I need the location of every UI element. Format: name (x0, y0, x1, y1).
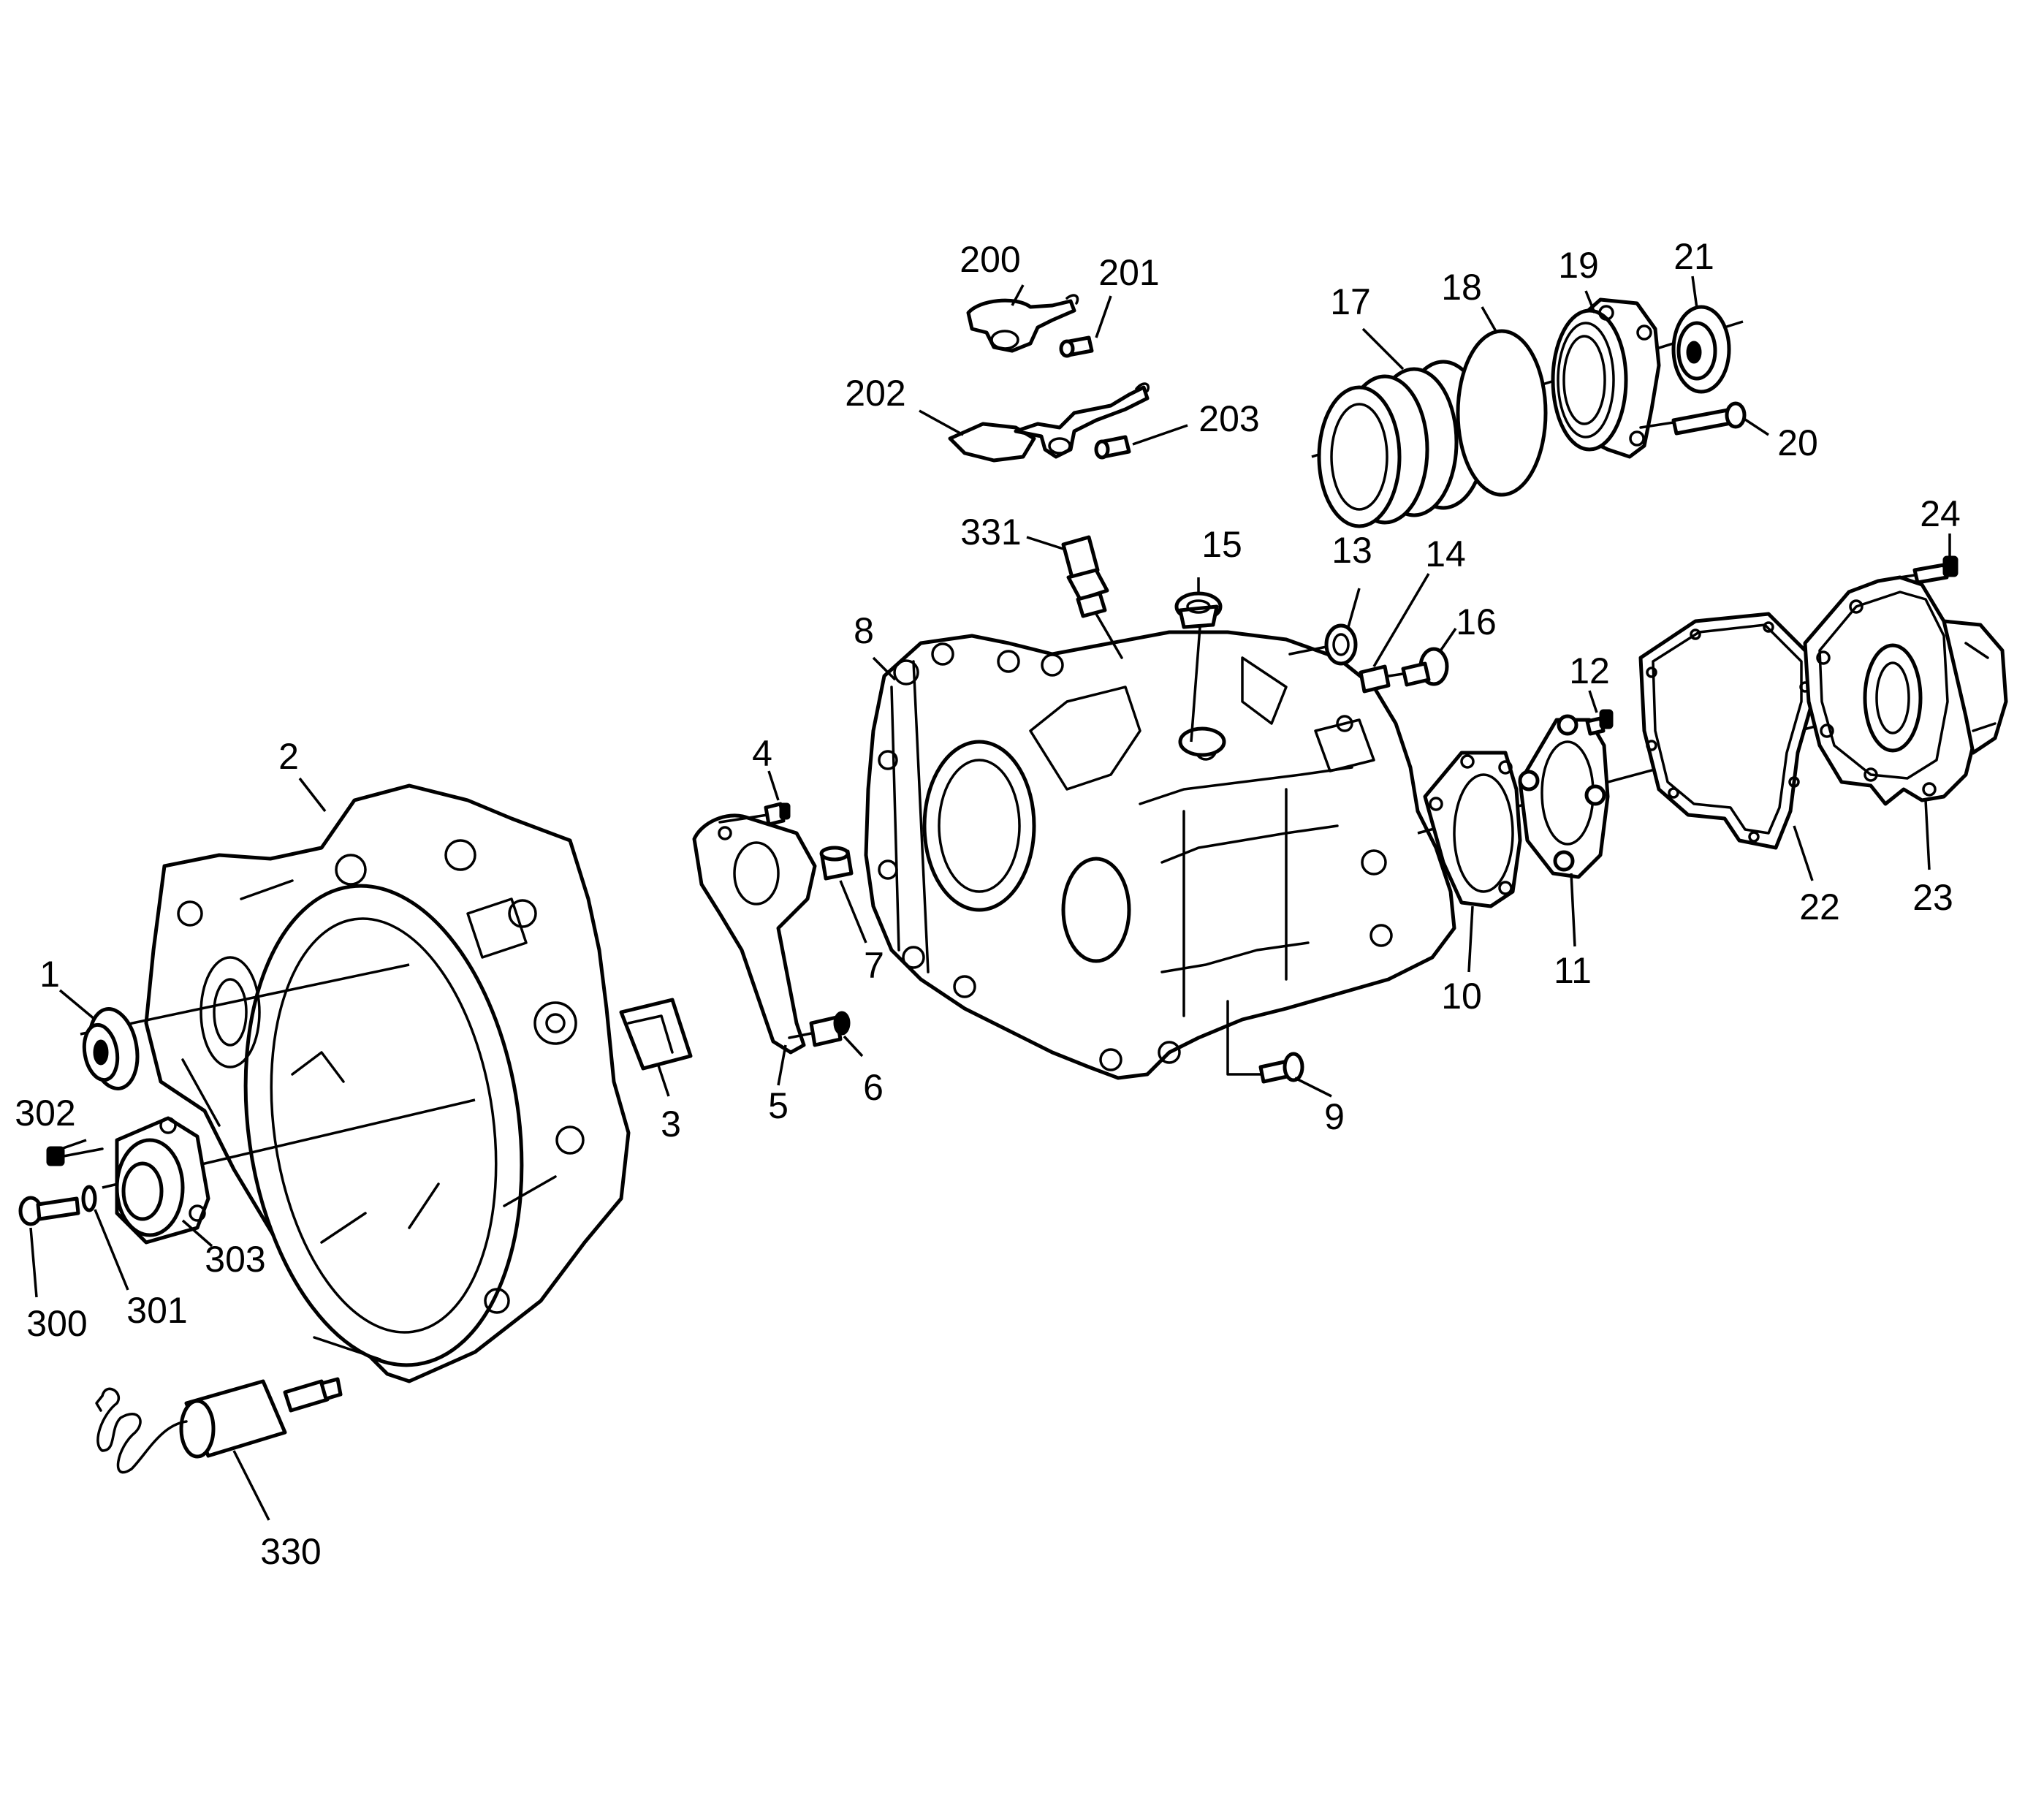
gasket-part-10 (1423, 751, 1522, 908)
callout-331: 331 (960, 512, 1021, 553)
callout-15: 15 (1201, 524, 1242, 565)
lever-part-202 (948, 382, 1150, 463)
retainer-part-11 (1518, 714, 1610, 879)
callout-1: 1 (39, 954, 60, 995)
o-ring-part-18 (1456, 329, 1548, 497)
callout-330: 330 (260, 1531, 321, 1572)
bolt-part-300 (18, 1196, 80, 1226)
release-bearing-part-303 (115, 1116, 210, 1245)
seal-part-21 (1671, 305, 1731, 394)
callout-201: 201 (1098, 252, 1159, 293)
callout-14: 14 (1425, 534, 1466, 574)
spring-part-17 (1317, 360, 1488, 528)
callout-22: 22 (1799, 886, 1840, 927)
bolt-part-24 (1899, 555, 1958, 585)
callout-20: 20 (1777, 422, 1818, 463)
bolt-part-20 (1639, 401, 1747, 436)
lever-part-200 (966, 294, 1079, 353)
callout-8: 8 (854, 610, 874, 651)
callout-labels: 1 2 3 4 5 6 7 8 9 10 11 12 13 14 15 16 1… (15, 236, 1961, 1572)
callout-6: 6 (863, 1067, 884, 1108)
callout-5: 5 (768, 1085, 789, 1126)
pin-part-203 (1094, 435, 1131, 460)
end-cover-part-23 (1803, 575, 2008, 806)
housing-part-19 (1551, 297, 1661, 459)
callout-203: 203 (1198, 398, 1259, 439)
callout-23: 23 (1912, 877, 1953, 918)
pin-part-201 (1059, 335, 1094, 358)
seal-part-1 (82, 1007, 140, 1090)
callout-3: 3 (661, 1104, 681, 1144)
bracket-part-5 (692, 813, 817, 1055)
bolt-part-302 (46, 1146, 104, 1166)
plug-part-16 (1387, 647, 1449, 687)
callout-18: 18 (1441, 267, 1482, 308)
callout-10: 10 (1441, 976, 1482, 1017)
sensor-part-330 (95, 1377, 343, 1474)
callout-16: 16 (1456, 601, 1497, 642)
callout-4: 4 (752, 733, 772, 774)
callout-17: 17 (1330, 281, 1371, 322)
transmission-case (864, 630, 1456, 1080)
callout-24: 24 (1920, 493, 1961, 534)
callout-303: 303 (205, 1239, 265, 1280)
callout-9: 9 (1324, 1096, 1345, 1137)
callout-200: 200 (960, 239, 1020, 280)
callout-11: 11 (1554, 950, 1592, 991)
bolt-part-4 (718, 802, 791, 827)
block-part-3 (619, 998, 693, 1071)
bolt-part-6 (788, 1011, 851, 1047)
callout-7: 7 (864, 945, 884, 986)
leader-lines (29, 276, 1951, 1521)
callout-302: 302 (15, 1093, 75, 1134)
plug-part-13 (1288, 623, 1358, 666)
sleeve-part-14 (1359, 664, 1391, 694)
callout-13: 13 (1331, 530, 1372, 571)
callout-301: 301 (126, 1290, 187, 1331)
callout-300: 300 (26, 1303, 87, 1344)
bolt-part-12 (1585, 709, 1614, 736)
callout-12: 12 (1569, 650, 1610, 691)
clutch-housing (144, 783, 631, 1383)
bolt-part-9 (1226, 1000, 1304, 1084)
washer-part-301 (81, 1185, 97, 1212)
gasket-part-22 (1638, 612, 1815, 850)
sensor-part-331 (1061, 535, 1123, 659)
callout-2: 2 (278, 736, 299, 777)
dowel-part-7 (819, 846, 854, 881)
callout-19: 19 (1558, 245, 1599, 286)
callout-21: 21 (1673, 236, 1714, 277)
callout-202: 202 (845, 373, 905, 414)
